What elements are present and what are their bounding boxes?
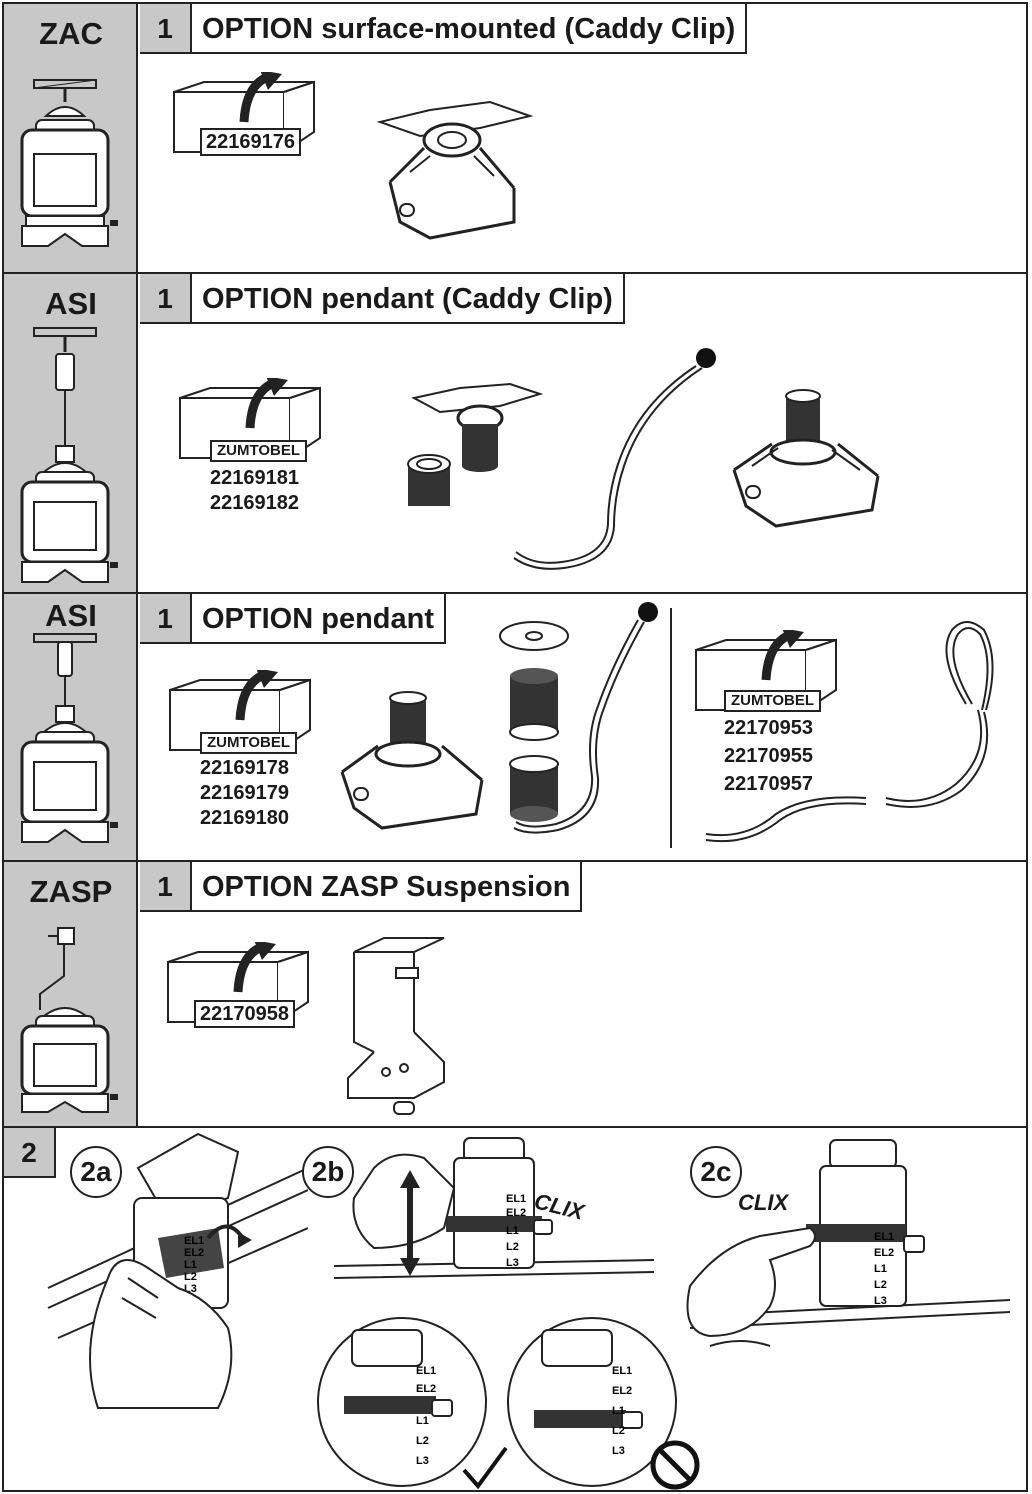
marker-el2: EL2 (506, 1207, 526, 1219)
section-zasp: ZASP 1 OPTION ZASP Suspension 22170958 (4, 862, 1026, 1128)
pendant-cable-illustration (513, 348, 716, 570)
pendant-cable-illustration (513, 602, 658, 834)
marker-el2: EL2 (184, 1247, 204, 1259)
pendant-clip-illustration (340, 691, 484, 830)
marker-l2: L2 (416, 1435, 429, 1447)
article-number: 22169178 (200, 757, 289, 779)
article-number: 22170953 (724, 717, 813, 739)
substep-2b-badge: 2b (302, 1146, 354, 1198)
variant-code: ASI (45, 286, 97, 321)
marker-el1: EL1 (416, 1365, 436, 1377)
marker-el1: EL1 (506, 1193, 526, 1205)
package-code: 22170958 (194, 1000, 295, 1028)
marker-l1: L1 (184, 1259, 197, 1271)
luminaire-pendant-short-icon (20, 633, 118, 843)
wire-loop-cable-illustration (705, 621, 994, 843)
package-code: 22169176 (200, 128, 301, 156)
correct-position-detail-illustration: EL1 EL2 L1 L2 L3 (317, 1317, 487, 1487)
marker-l3: L3 (612, 1445, 625, 1457)
section-zac: ZAC 1 OPTION surface-mounted (Caddy Clip… (4, 4, 1026, 274)
caddy-clip-pendant-illustration (732, 389, 880, 528)
prohibited-icon (650, 1440, 700, 1490)
clix-label: CLIX (738, 1190, 789, 1215)
luminaire-pendant-icon (20, 327, 118, 583)
sidebar-zasp: ZASP (4, 862, 138, 1126)
marker-el1: EL1 (184, 1235, 204, 1247)
marker-l3: L3 (874, 1295, 887, 1307)
section-step-2: 2 2a EL1 EL2 L1 L2 L3 2b EL1 EL2 (4, 1128, 1026, 1494)
section-divider (670, 608, 672, 848)
marker-l1: L1 (506, 1225, 519, 1237)
article-number: 22169181 (210, 467, 299, 489)
section-asi-pendant: ASI 1 OPTION pendant ZUMTOBEL (4, 594, 1026, 862)
brand-label: ZUMTOBEL (210, 440, 308, 462)
marker-el1: EL1 (612, 1365, 632, 1377)
article-list: 22169178 22169179 22169180 (200, 756, 289, 831)
section-asi-caddy: ASI 1 OPTION pendant (Caddy Clip) (4, 274, 1026, 594)
sidebar-zac: ZAC (4, 4, 138, 272)
marker-el2: EL2 (416, 1383, 436, 1395)
substep-2c-badge: 2c (690, 1146, 742, 1198)
variant-code: ASI (45, 598, 97, 633)
article-number: 22169180 (200, 807, 289, 829)
caddy-clip-with-nuts-illustration (407, 382, 544, 506)
variant-code: ZAC (39, 16, 103, 51)
pendant-parts-illustration (499, 621, 569, 822)
marker-l2: L2 (874, 1279, 887, 1291)
article-number: 22169179 (200, 782, 289, 804)
sidebar-asi: ASI (4, 594, 138, 860)
marker-l2: L2 (612, 1425, 625, 1437)
marker-l3: L3 (416, 1455, 429, 1467)
step-number: 2 (4, 1128, 56, 1178)
marker-l1: L1 (874, 1263, 887, 1275)
step-number: 1 (140, 594, 192, 644)
article-number: 22170957 (724, 773, 813, 795)
step-number: 1 (140, 862, 192, 912)
step-number: 1 (140, 4, 192, 54)
marker-el2: EL2 (612, 1385, 632, 1397)
substep-2a-badge: 2a (70, 1146, 122, 1198)
wrong-position-detail-illustration: EL1 EL2 L1 L2 L3 (507, 1317, 677, 1487)
hand-pressing-down-illustration: EL1 EL2 L1 L2 L3 (334, 1137, 654, 1279)
article-number: 22170955 (724, 745, 813, 767)
luminaire-suspension-icon (20, 927, 118, 1113)
zasp-bracket-illustration (347, 937, 445, 1115)
article-list: 22169181 22169182 (210, 466, 299, 516)
brand-label: ZUMTOBEL (200, 732, 298, 754)
checkmark-icon (462, 1446, 508, 1490)
step-number: 1 (140, 274, 192, 324)
marker-l2: L2 (184, 1271, 197, 1283)
brand-label: ZUMTOBEL (724, 690, 822, 712)
marker-l1: L1 (612, 1405, 625, 1417)
section-title: OPTION surface-mounted (Caddy Clip) (192, 4, 748, 54)
marker-el1: EL1 (874, 1231, 894, 1243)
article-number: 22169182 (210, 492, 299, 514)
marker-l1: L1 (416, 1415, 429, 1427)
variant-code: ZASP (29, 874, 113, 909)
luminaire-surface-icon (20, 79, 118, 247)
section-title: OPTION pendant (192, 594, 446, 644)
caddy-clip-illustration (376, 100, 534, 240)
marker-l3: L3 (506, 1257, 519, 1269)
section-title: OPTION pendant (Caddy Clip) (192, 274, 625, 324)
marker-l2: L2 (506, 1241, 519, 1253)
sidebar-asi: ASI (4, 274, 138, 592)
hand-rotating-luminaire-illustration: EL1 EL2 L1 L2 L3 (47, 1132, 308, 1409)
article-list: 22170953 22170955 22170957 (724, 714, 813, 798)
marker-el2: EL2 (874, 1247, 894, 1259)
section-title: OPTION ZASP Suspension (192, 862, 583, 912)
hand-clicking-luminaire-illustration: EL1 EL2 L1 L2 L3 (686, 1139, 1011, 1347)
